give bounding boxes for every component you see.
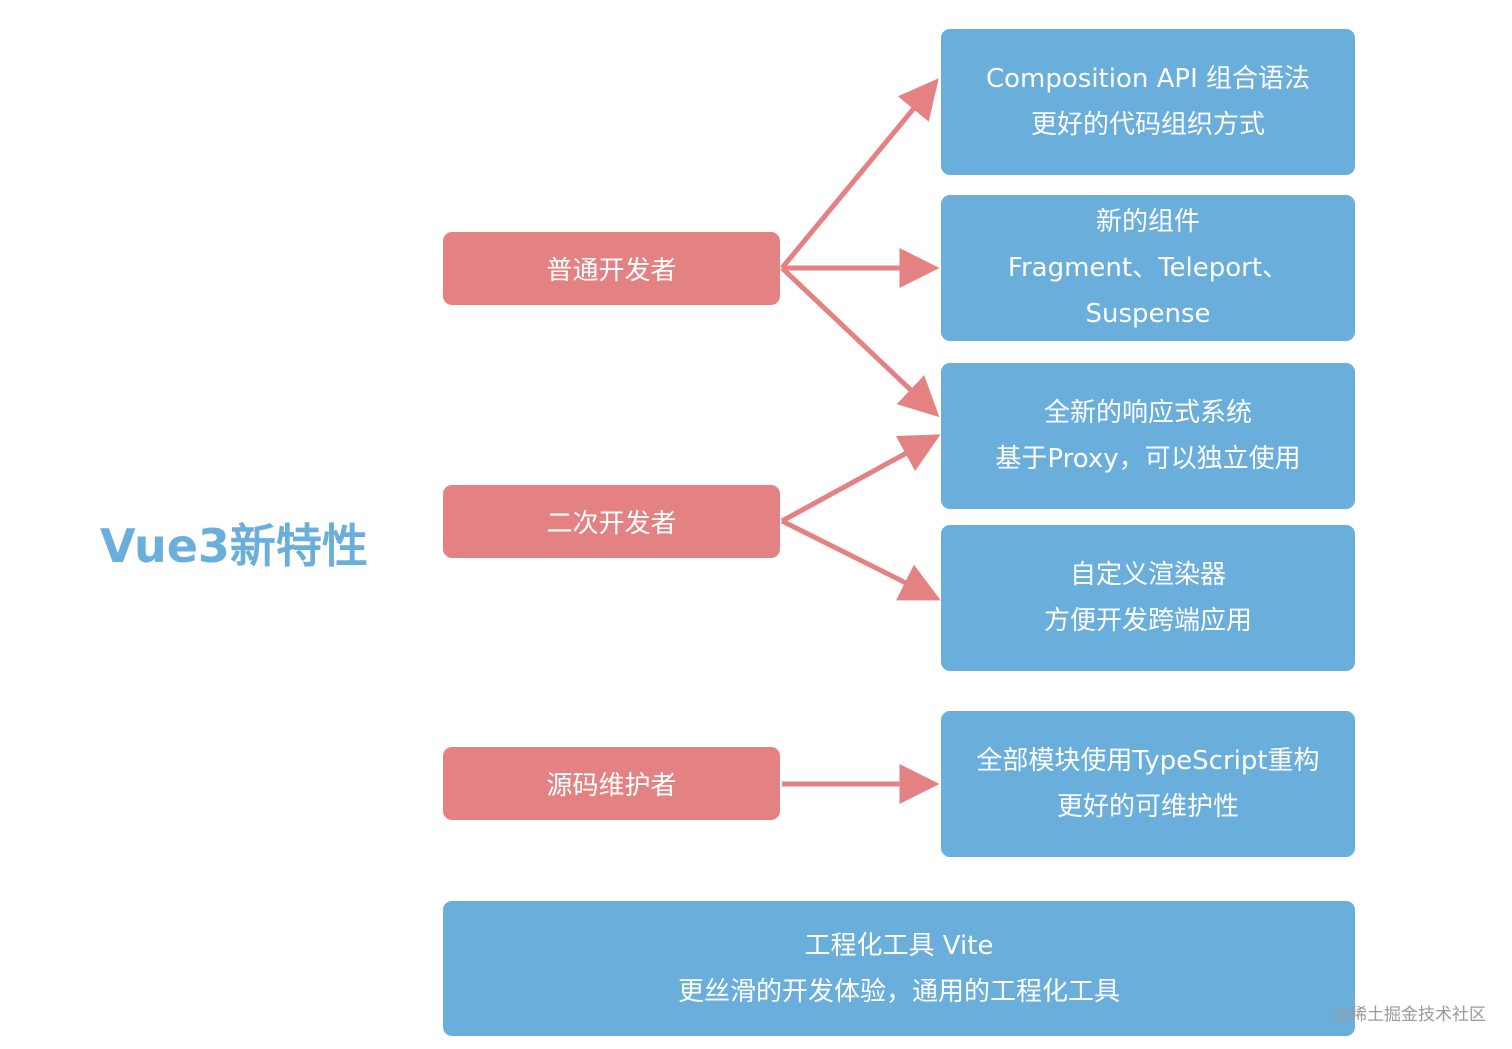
watermark: @稀土掘金技术社区 <box>1333 1005 1486 1025</box>
feature-components-line-3: Suspense <box>1085 299 1211 329</box>
feature-custom-renderer: 自定义渲染器 方便开发跨端应用 <box>941 525 1355 671</box>
feature-typescript-line-1: 全部模块使用TypeScript重构 <box>976 746 1320 776</box>
feature-vite-tooling: 工程化工具 Vite 更丝滑的开发体验，通用的工程化工具 <box>443 901 1355 1036</box>
feature-composition-line-2: 更好的代码组织方式 <box>1030 110 1265 140</box>
diagram-title: Vue3新特性 <box>100 519 368 573</box>
feature-renderer-line-1: 自定义渲染器 <box>1069 560 1226 590</box>
feature-composition-api: Composition API 组合语法 更好的代码组织方式 <box>941 29 1355 175</box>
arrow-secondary-to-renderer <box>780 518 941 601</box>
arrow-secondary-to-reactivity <box>780 434 941 524</box>
feature-vite-line-1: 工程化工具 Vite <box>804 930 994 961</box>
feature-vite-line-2: 更丝滑的开发体验，通用的工程化工具 <box>677 976 1120 1007</box>
feature-components-line-2: Fragment、Teleport、 <box>1007 253 1289 283</box>
feature-renderer-line-2: 方便开发跨端应用 <box>1043 606 1252 636</box>
feature-components-line-1: 新的组件 <box>1095 207 1200 237</box>
feature-new-components: 新的组件 Fragment、Teleport、 Suspense <box>941 195 1355 341</box>
role-source-maintainer: 源码维护者 <box>443 747 780 820</box>
role-secondary-developer: 二次开发者 <box>443 485 780 558</box>
role-secondary-label: 二次开发者 <box>546 509 677 539</box>
role-regular-label: 普通开发者 <box>546 256 677 286</box>
role-maintainer-label: 源码维护者 <box>546 771 677 801</box>
arrow-regular-to-composition <box>780 78 939 270</box>
feature-typescript-rewrite: 全部模块使用TypeScript重构 更好的可维护性 <box>941 711 1355 857</box>
arrow-regular-to-reactivity <box>780 266 940 418</box>
feature-reactivity-line-1: 全新的响应式系统 <box>1043 398 1252 428</box>
feature-composition-line-1: Composition API 组合语法 <box>985 64 1311 94</box>
feature-reactivity-system: 全新的响应式系统 基于Proxy，可以独立使用 <box>941 363 1355 509</box>
role-regular-developer: 普通开发者 <box>443 232 780 305</box>
feature-reactivity-line-2: 基于Proxy，可以独立使用 <box>995 444 1301 474</box>
feature-typescript-line-2: 更好的可维护性 <box>1056 792 1239 822</box>
